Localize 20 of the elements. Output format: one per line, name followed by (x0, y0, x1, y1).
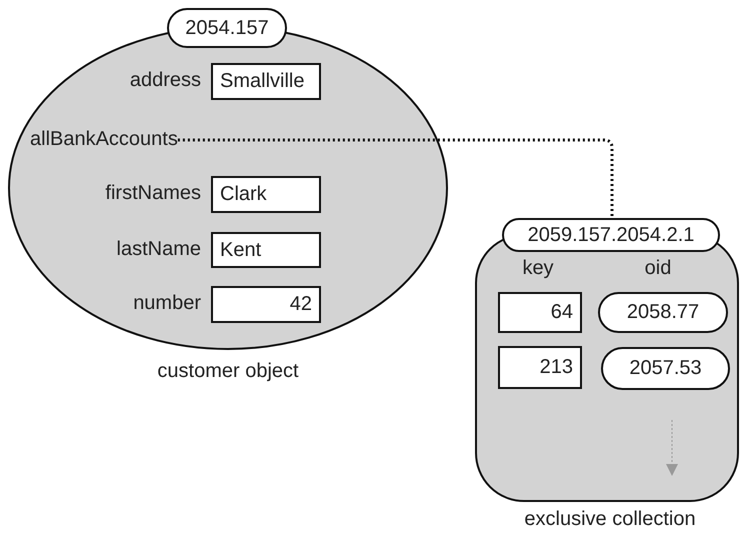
value-box: Clark (211, 176, 321, 213)
field-name: lastName (116, 237, 201, 262)
reference-line (178, 138, 614, 218)
id-pill: 2054.157 (167, 8, 287, 48)
value-box: Smallville (211, 63, 321, 100)
id-pill: 2058.77 (598, 292, 728, 333)
column-header: oid (644, 256, 672, 281)
field-name: address (128, 68, 201, 93)
id-pill: 2057.53 (601, 347, 730, 390)
value-box: Kent (211, 232, 321, 268)
field-name: allBankAccounts (30, 126, 178, 152)
field-name: firstNames (104, 181, 201, 206)
value-box: 42 (211, 286, 321, 323)
value-box: 213 (498, 346, 582, 389)
node-label: exclusive collection (523, 507, 697, 532)
value-box: 64 (498, 292, 582, 333)
id-pill: 2059.157.2054.2.1 (502, 218, 720, 252)
node-label: customer object (156, 359, 300, 384)
field-name: number (132, 291, 201, 316)
column-header: key (521, 256, 555, 281)
